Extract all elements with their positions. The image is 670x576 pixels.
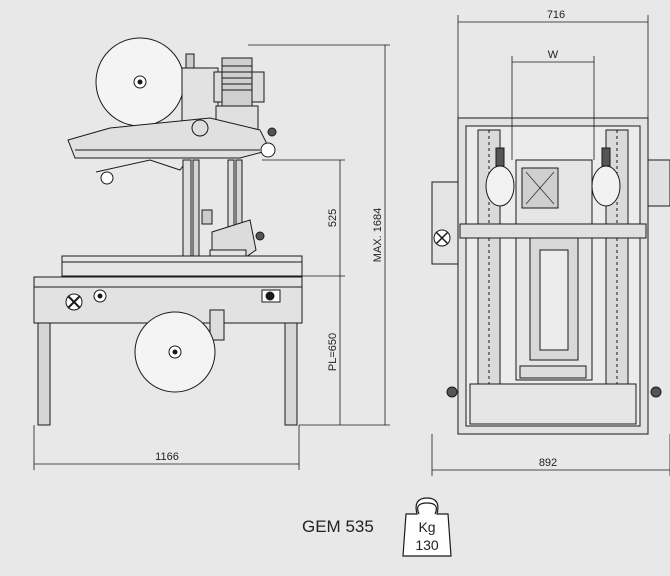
dimension-892: 892 (539, 457, 557, 469)
weight-unit: Kg (418, 519, 435, 535)
leg-rear (284, 322, 298, 426)
dimension-716: 716 (547, 9, 565, 21)
dimension-1166: 1166 (155, 451, 179, 463)
model-name: GEM 535 (302, 517, 374, 536)
side-view (33, 37, 303, 426)
column-left (182, 159, 192, 261)
dimension-w: W (548, 49, 559, 61)
weight-value: 130 (415, 537, 439, 553)
weight-icon (402, 497, 452, 557)
conveyor-table (61, 255, 303, 277)
leg-front (37, 322, 51, 426)
dimension-525: 525 (327, 209, 339, 227)
dimension-max-height: MAX. 1684 (372, 208, 384, 262)
top-view (431, 117, 670, 435)
control-box (431, 181, 459, 265)
dimension-pass-line: PL=650 (327, 333, 339, 371)
motor (221, 57, 253, 107)
